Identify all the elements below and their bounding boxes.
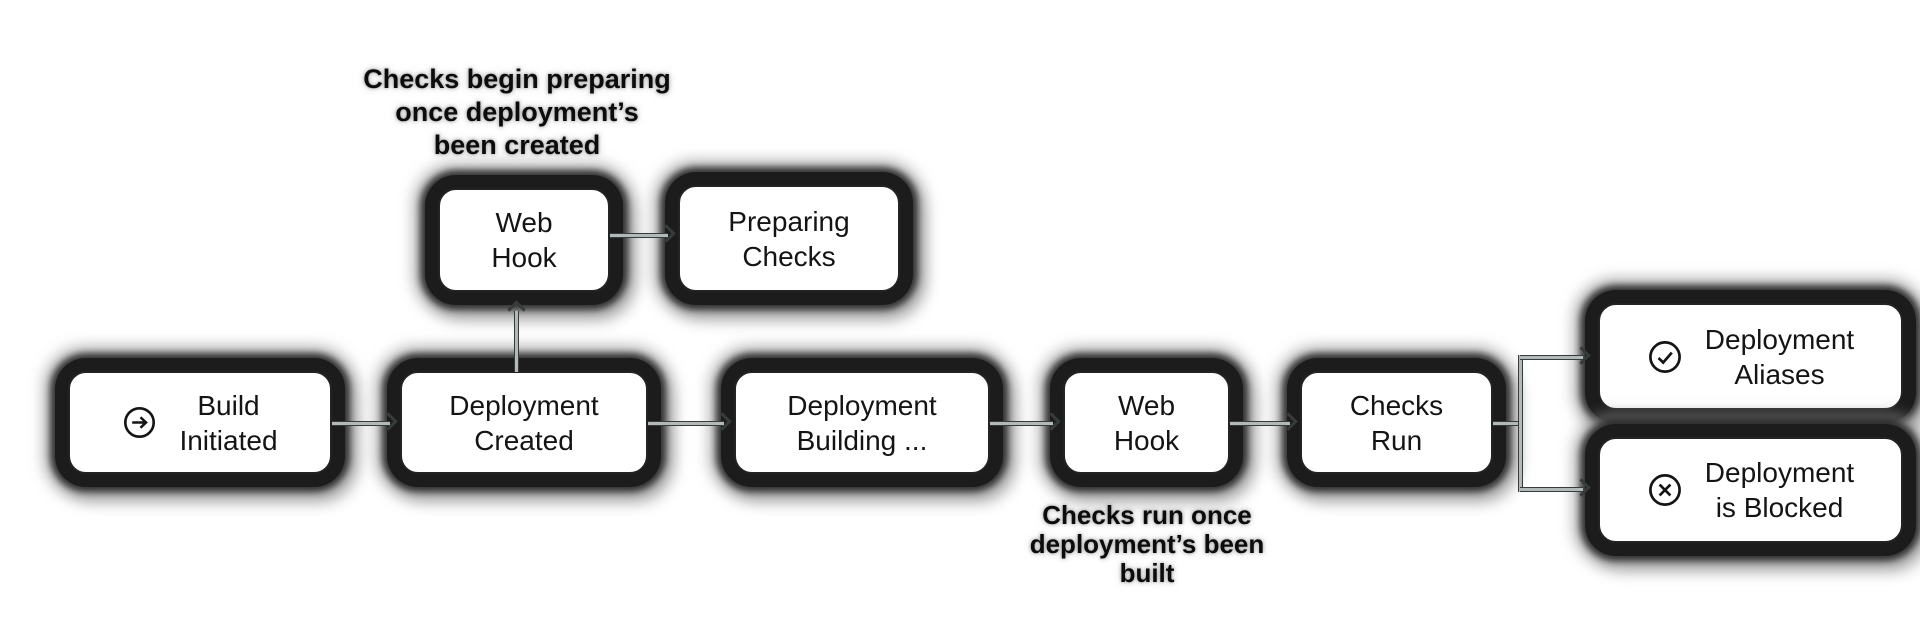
node-label-line: Deployment [449,389,599,421]
node-label-line: Aliases [1734,358,1825,390]
node-label: Deployment is Blocked [1705,455,1854,525]
node-label: Deployment Building ... [787,388,936,458]
connector-building-to-webhook [990,421,1053,426]
node-label-line: Run [1370,424,1423,456]
arrowhead-up-icon [507,300,526,319]
connector-created-to-building [648,421,724,426]
node-deployment-aliases: Deployment Aliases [1598,303,1903,410]
node-label-line: Web [495,207,553,238]
check-circle-icon [1648,340,1681,373]
annotation-line: been created [433,130,601,160]
arrowhead-right-icon [713,412,732,431]
node-label: Deployment Aliases [1705,322,1854,392]
node-preparing-checks: Preparing Checks [678,185,900,292]
node-label-line: Deployment [1704,457,1855,488]
connector-branch-to-aliases [1520,355,1583,360]
node-label-line: is Blocked [1715,492,1844,523]
arrowhead-right-icon [657,224,676,243]
node-label: Deployment Created [449,388,598,458]
node-build-initiated: Build Initiated [68,371,332,474]
connector-branch-vertical [1518,355,1523,492]
node-web-hook-top: Web Hook [438,188,610,292]
arrowhead-right-icon [1572,478,1591,497]
annotation-checks-begin-preparing: Checks begin preparing once deployment’s… [317,63,717,162]
annotation-line: deployment’s been [1029,529,1265,559]
x-circle-icon [1648,474,1681,506]
annotation-line: Checks run once [1042,500,1252,530]
connector-webhook-to-checksrun [1230,421,1290,426]
node-label-line: Created [474,424,574,456]
arrowhead-right-icon [1279,412,1298,431]
node-label-line: Deployment [787,389,937,421]
node-deployment-created: Deployment Created [400,371,648,474]
node-label-line: Checks [742,240,836,272]
node-label: Build Initiated [179,388,277,458]
node-label-line: Hook [1113,424,1180,456]
node-deployment-building: Deployment Building ... [734,371,990,474]
annotation-line: once deployment’s [395,97,639,127]
node-deployment-blocked: Deployment is Blocked [1598,437,1903,543]
node-web-hook-bottom: Web Hook [1063,371,1230,474]
node-label: Preparing Checks [728,204,849,274]
arrow-right-circle-icon [124,406,156,439]
connector-build-to-created [332,421,390,426]
connector-webhook-to-preparing [610,233,668,238]
node-label: Checks Run [1350,388,1443,458]
node-label-line: Preparing [728,205,850,237]
annotation-checks-run-once: Checks run once deployment’s been built [977,501,1317,588]
node-label-line: Web [1117,389,1176,421]
arrowhead-right-icon [1572,346,1591,365]
connector-created-to-webhook-top [514,311,519,372]
node-label: Web Hook [491,205,556,275]
node-label-line: Initiated [179,424,278,456]
arrowhead-right-icon [1042,412,1061,431]
node-label-line: Deployment [1704,323,1855,355]
node-label: Web Hook [1114,388,1179,458]
node-label-line: Build [197,389,260,421]
node-label-line: Checks [1349,389,1444,421]
annotation-line: Checks begin preparing [363,64,671,94]
node-label-line: Building ... [796,424,928,456]
node-checks-run: Checks Run [1300,371,1493,474]
arrowhead-right-icon [379,412,398,431]
node-label-line: Hook [491,242,557,273]
connector-checksrun-stub [1493,421,1523,426]
annotation-line: built [1119,558,1175,588]
connector-branch-to-blocked [1520,487,1583,492]
